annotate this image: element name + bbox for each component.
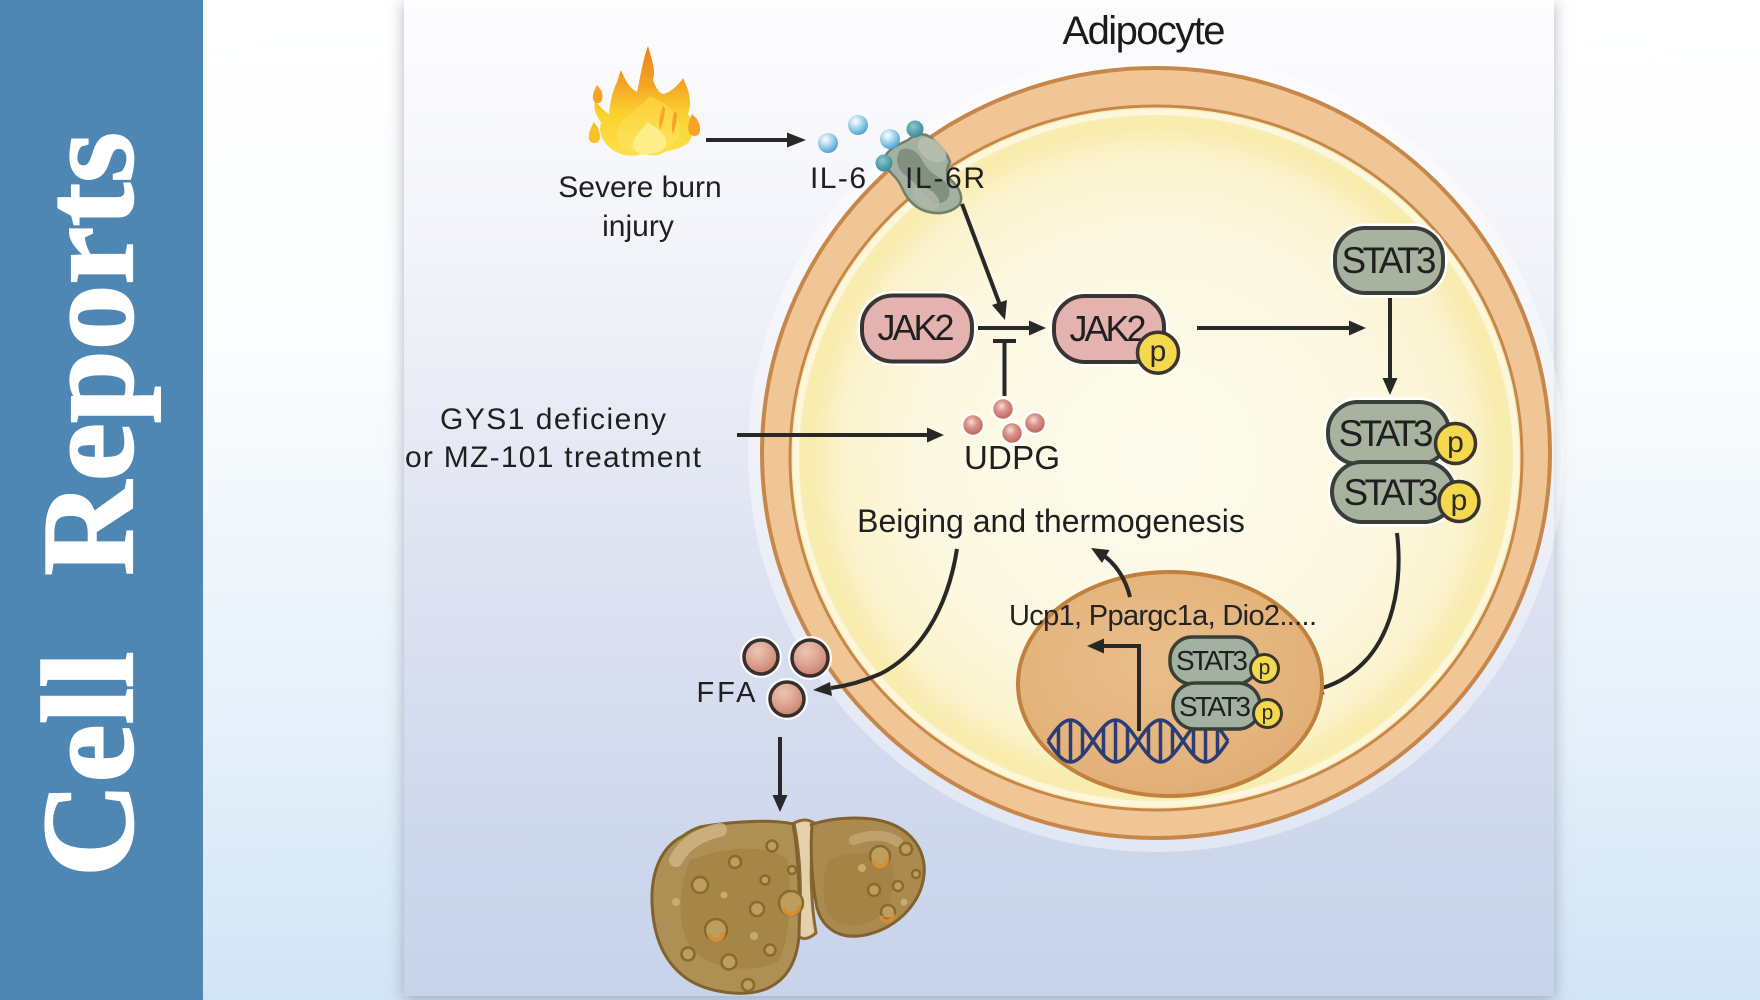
svg-text:STAT3: STAT3 (1344, 472, 1439, 513)
svg-text:IL-6R: IL-6R (905, 162, 985, 195)
svg-text:GYS1 deficieny: GYS1 deficieny (440, 403, 666, 436)
svg-text:Severe burn: Severe burn (558, 171, 721, 204)
svg-text:STAT3: STAT3 (1179, 691, 1251, 722)
svg-text:JAK2: JAK2 (1070, 308, 1147, 349)
svg-text:Beiging and thermogenesis: Beiging and thermogenesis (857, 503, 1245, 539)
svg-text:UDPG: UDPG (964, 439, 1060, 476)
svg-text:IL-6: IL-6 (810, 162, 866, 195)
svg-text:or MZ-101 treatment: or MZ-101 treatment (405, 441, 702, 474)
svg-text:STAT3: STAT3 (1339, 413, 1434, 454)
svg-text:FFA: FFA (697, 677, 757, 709)
svg-text:injury: injury (602, 210, 674, 243)
svg-text:p: p (1451, 484, 1468, 517)
svg-text:STAT3: STAT3 (1342, 240, 1437, 281)
svg-text:p: p (1447, 426, 1464, 459)
svg-text:JAK2: JAK2 (878, 307, 955, 348)
svg-text:p: p (1150, 335, 1167, 368)
svg-text:STAT3: STAT3 (1176, 645, 1248, 676)
svg-text:p: p (1262, 702, 1274, 725)
svg-text:Adipocyte: Adipocyte (1063, 9, 1226, 53)
svg-text:Ucp1, Ppargc1a, Dio2.....: Ucp1, Ppargc1a, Dio2..... (1009, 600, 1317, 632)
svg-text:p: p (1259, 657, 1271, 680)
